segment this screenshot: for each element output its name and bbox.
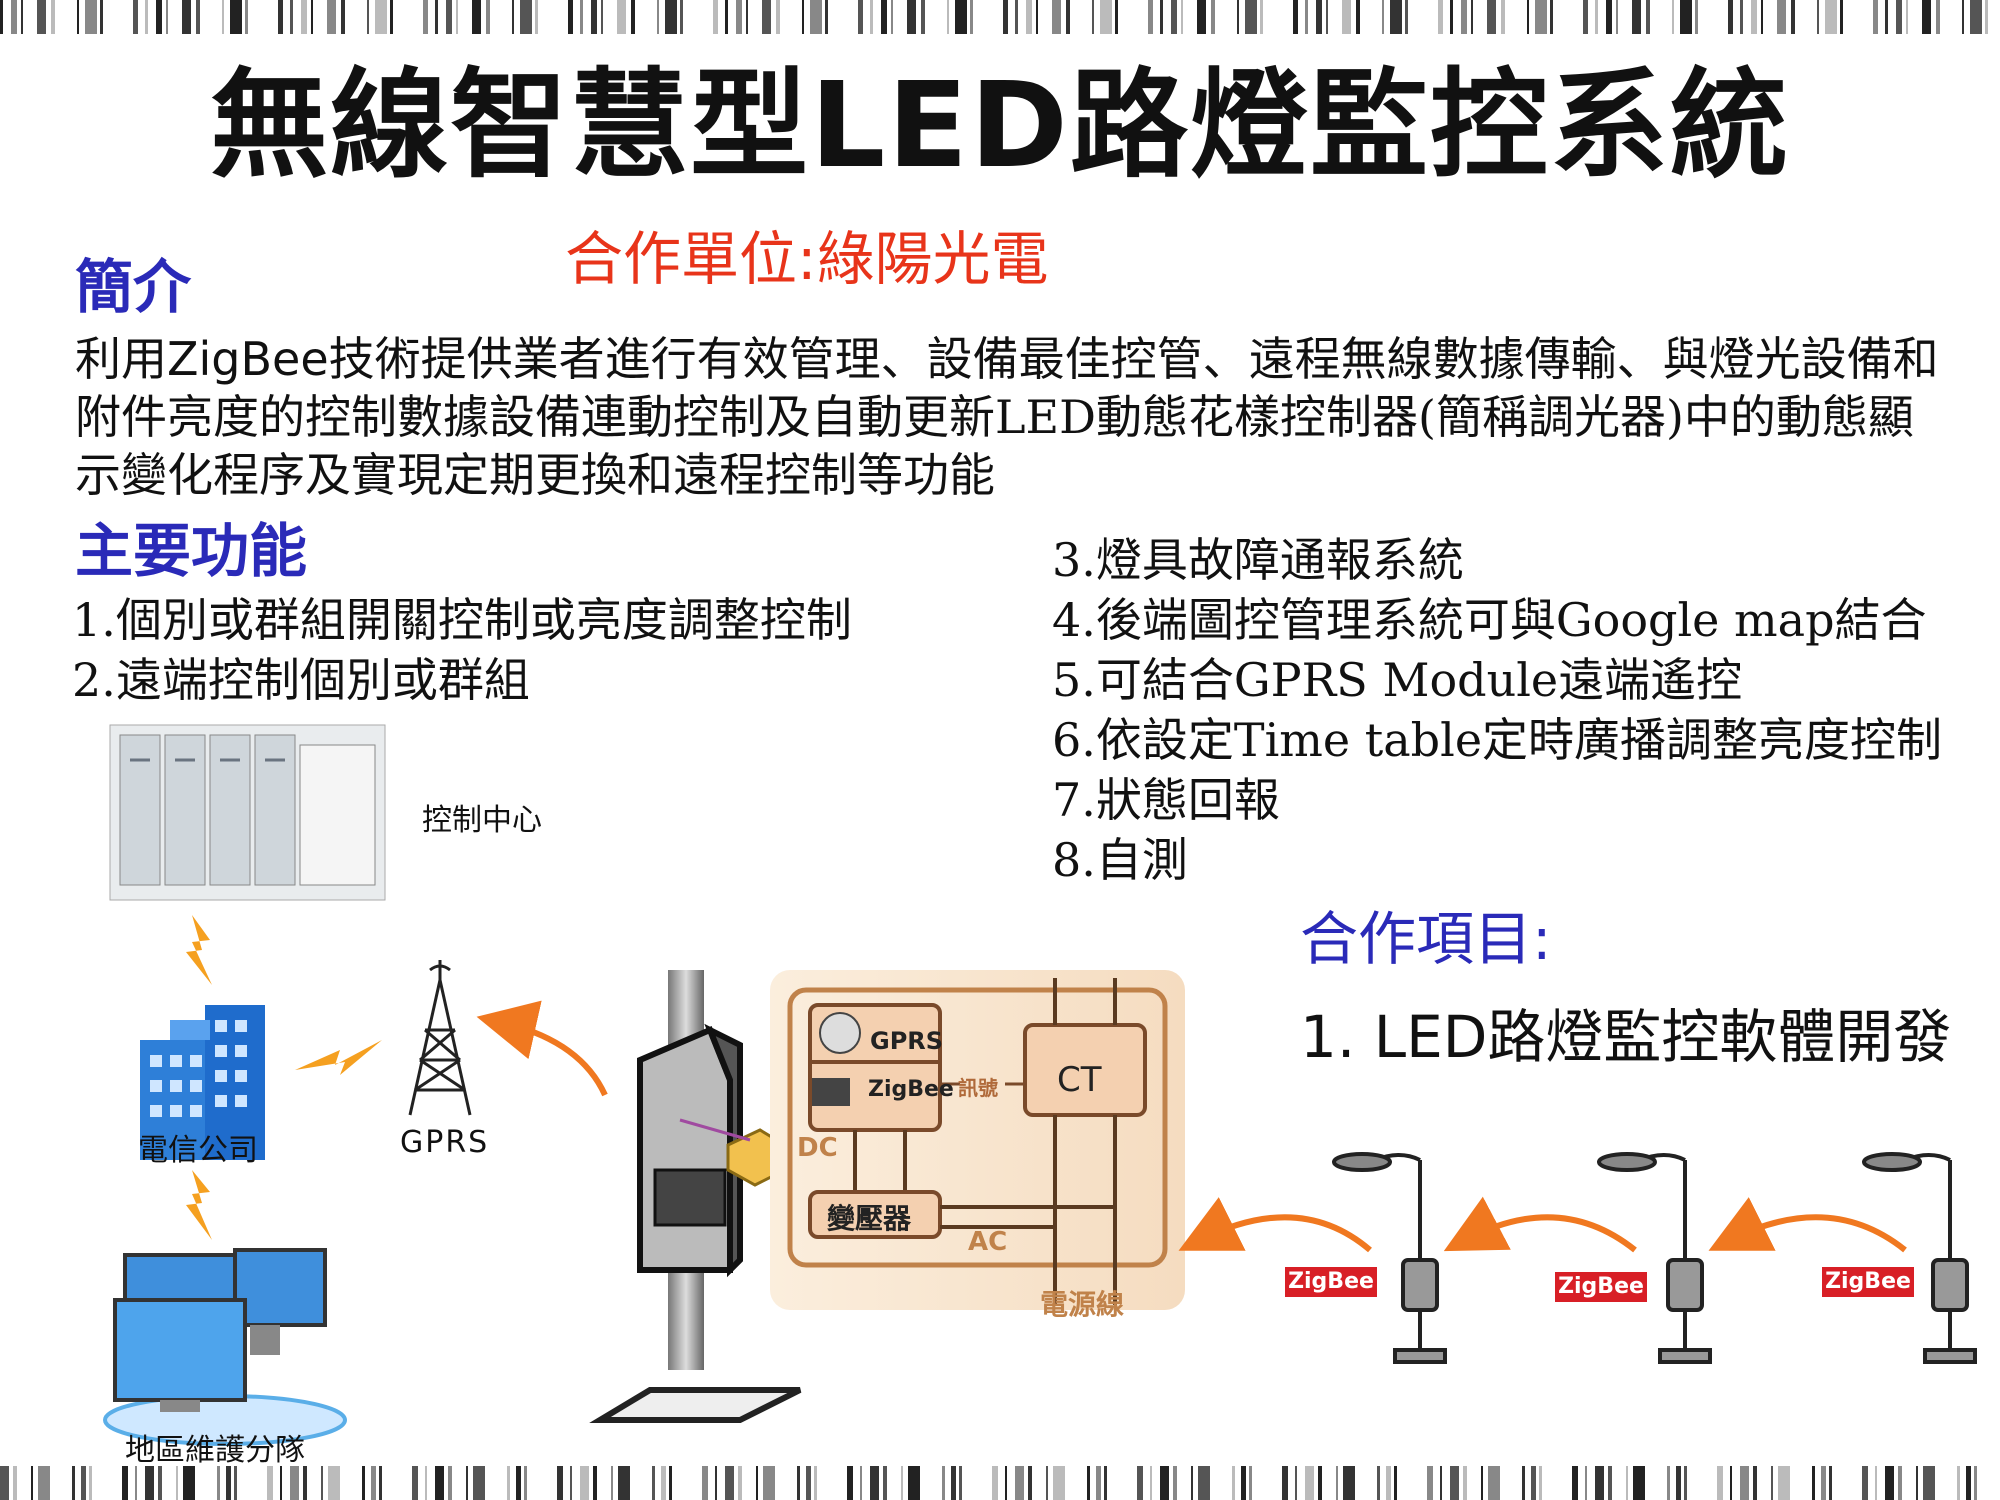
signal-arrow [1708, 1197, 1907, 1253]
intro-paragraph: 利用ZigBee技術提供業者進行有效管理、設備最佳控管、遠程無線數據傳輸、與燈光… [75, 330, 1955, 504]
lightning-icon [186, 915, 212, 985]
control-center-label: 控制中心 [422, 803, 542, 838]
function-item: 8.自測 [1052, 833, 1188, 887]
signal-arrow [1443, 1196, 1637, 1253]
box-ct-label: CT [1057, 1060, 1102, 1100]
zigbee-tag: ZigBee [1555, 1272, 1647, 1302]
box-ac-label: AC [968, 1227, 1008, 1257]
bottom-barcode-stripe [0, 1466, 1977, 1500]
maintenance-computers-icon [103, 1248, 347, 1446]
zigbee-tag: ZigBee [1822, 1267, 1914, 1297]
lightning-icon [295, 1040, 382, 1075]
function-item: 4.後端圖控管理系統可與Google map結合 [1052, 593, 1927, 647]
street-light-icon [1862, 1152, 1977, 1364]
function-item: 7.狀態回報 [1052, 773, 1280, 827]
street-light-icon [1597, 1152, 1712, 1364]
function-item: 3.燈具故障通報系統 [1052, 533, 1464, 587]
lightning-icon [186, 1170, 212, 1240]
cooperation-item: 1. LED路燈監控軟體開發 [1300, 1003, 1952, 1071]
gprs-label: GPRS [400, 1125, 490, 1160]
cooperation-heading: 合作項目: [1300, 905, 1552, 973]
street-light-icon [1332, 1152, 1447, 1364]
functions-heading: 主要功能 [75, 517, 308, 585]
intro-body: 供業者進行有效管理、設備最佳控管、遠程無線數據傳輸、與燈光設備和附件亮度的控制數… [75, 332, 1939, 502]
intro-lead: 利用ZigBee技術提 [75, 332, 467, 386]
function-item: 2.遠端控制個別或群組 [72, 653, 530, 707]
partner-label: 合作單位:綠陽光電 [565, 225, 1049, 293]
top-barcode-stripe [0, 0, 1988, 34]
signal-arrow [1178, 1197, 1372, 1253]
signal-arrow [476, 1000, 608, 1097]
gprs-tower-icon [408, 960, 472, 1116]
function-item: 1.個別或群組開關控制或亮度調整控制 [72, 593, 852, 647]
intro-heading: 簡介 [75, 253, 192, 321]
maintenance-label: 地區維護分隊 [125, 1433, 305, 1468]
zigbee-tag: ZigBee [1285, 1267, 1377, 1297]
box-dc-label: DC [797, 1133, 838, 1163]
box-transformer-label: 變壓器 [827, 1202, 912, 1235]
control-center-image [109, 724, 386, 901]
telecom-label: 電信公司 [138, 1133, 258, 1168]
telecom-building-icon [140, 1005, 265, 1160]
functions-right-list: 3.燈具故障通報系統 4.後端圖控管理系統可與Google map結合 5.可結… [1052, 530, 1942, 890]
box-signal-label: 訊號 [958, 1076, 998, 1100]
box-zigbee-label: ZigBee [868, 1077, 954, 1102]
function-item: 5.可結合GPRS Module遠端遙控 [1052, 653, 1743, 707]
system-diagram [103, 724, 1977, 1446]
box-gprs-label: GPRS [870, 1027, 944, 1055]
box-power-line-label: 電源線 [1040, 1288, 1125, 1321]
function-item: 6.依設定Time table定時廣播調整亮度控制 [1052, 713, 1943, 767]
functions-left-list: 1.個別或群組開關控制或亮度調整控制 2.遠端控制個別或群組 [72, 590, 852, 710]
page-title: 無線智慧型LED路燈監控系統 [210, 56, 1790, 194]
control-box-panel [770, 970, 1185, 1310]
main-pole-icon [589, 970, 802, 1423]
